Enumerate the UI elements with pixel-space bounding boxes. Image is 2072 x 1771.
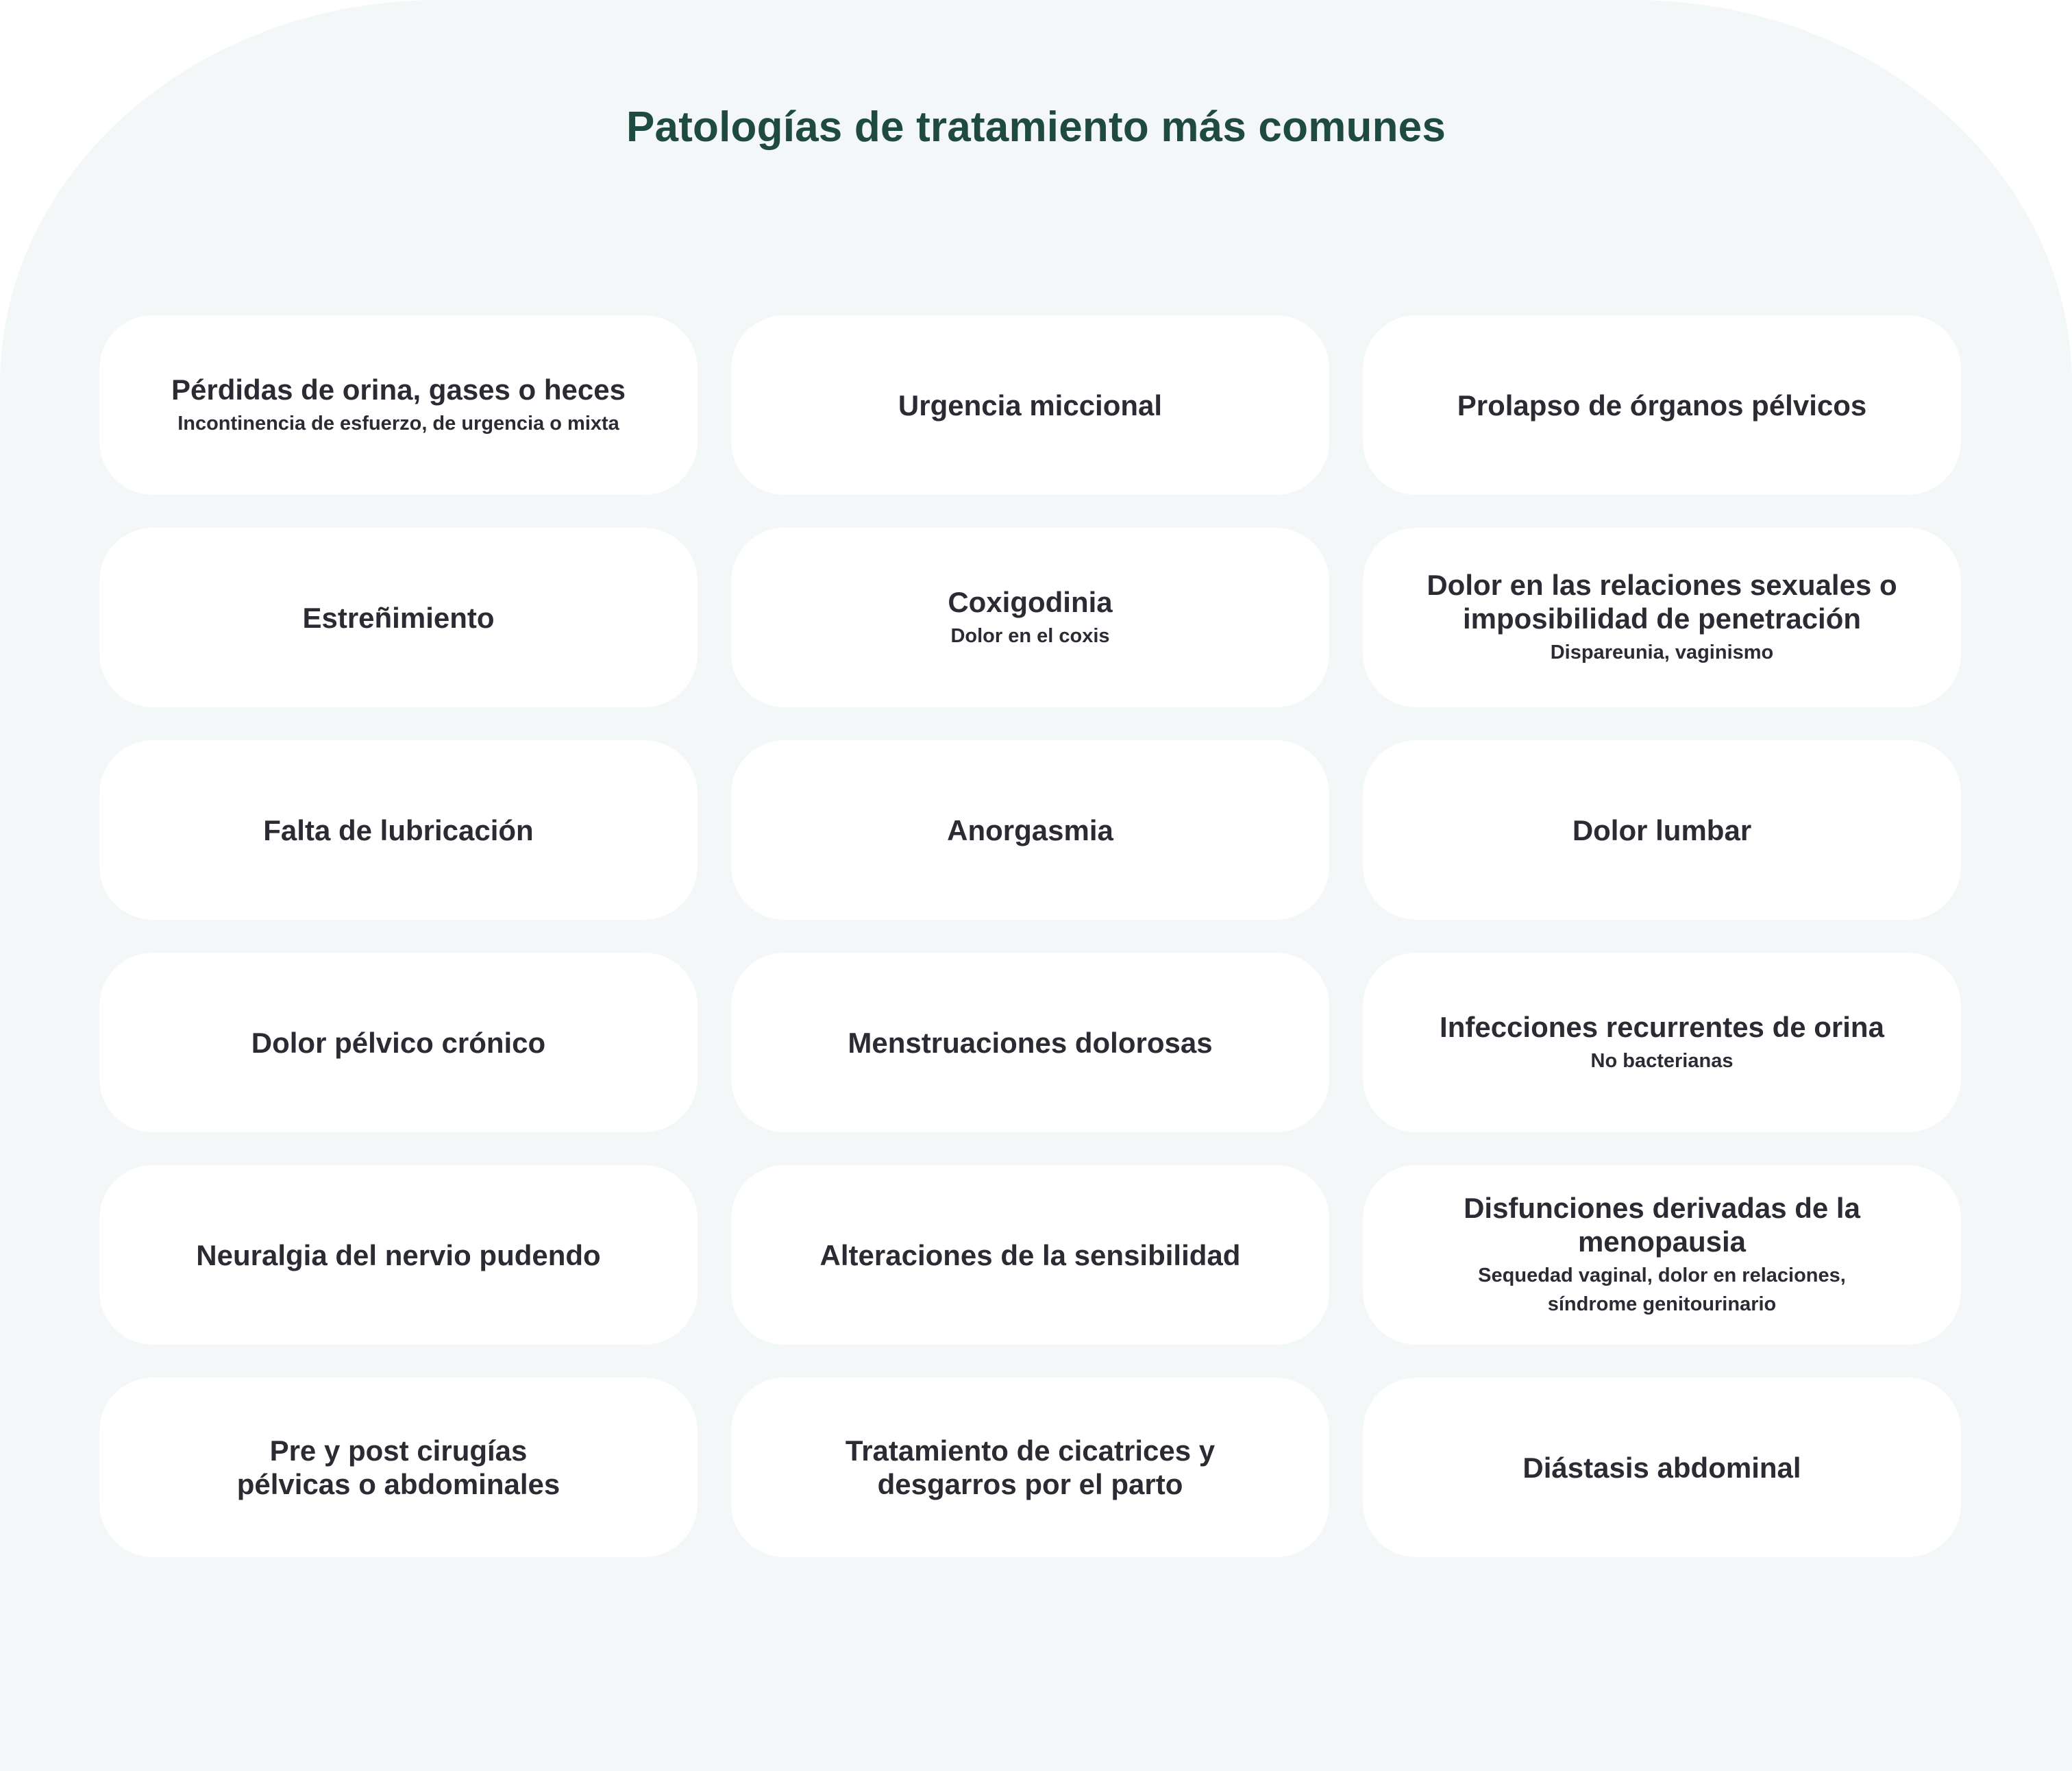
pathology-card-lumbar-pain[interactable]: Dolor lumbar <box>1363 740 1961 920</box>
pathology-card-dyspareunia[interactable]: Dolor en las relaciones sexuales o impos… <box>1363 528 1961 707</box>
pathology-card-scars[interactable]: Tratamiento de cicatrices y desgarros po… <box>731 1378 1329 1557</box>
card-title: Disfunciones derivadas de la menopausia <box>1464 1192 1860 1258</box>
card-title: Anorgasmia <box>947 814 1113 846</box>
pathology-card-diastasis[interactable]: Diástasis abdominal <box>1363 1378 1961 1557</box>
card-title: Neuralgia del nervio pudendo <box>196 1238 601 1271</box>
pathology-card-menopause[interactable]: Disfunciones derivadas de la menopausia … <box>1363 1165 1961 1345</box>
pathology-grid: Pérdidas de orina, gases o heces Inconti… <box>99 315 1961 1557</box>
card-title: Dolor en las relaciones sexuales o impos… <box>1427 569 1897 635</box>
pathology-card-coccygodynia[interactable]: Coxigodinia Dolor en el coxis <box>731 528 1329 707</box>
card-title: Prolapso de órganos pélvicos <box>1457 389 1867 422</box>
pathology-card-constipation[interactable]: Estreñimiento <box>99 528 698 707</box>
pathology-card-lubrication[interactable]: Falta de lubricación <box>99 740 698 920</box>
pathology-card-urinary-leaks[interactable]: Pérdidas de orina, gases o heces Inconti… <box>99 315 698 495</box>
card-title: Dolor lumbar <box>1572 814 1752 846</box>
card-subtitle: No bacterianas <box>1590 1049 1734 1072</box>
card-title: Coxigodinia <box>948 585 1113 618</box>
card-subtitle: Dolor en el coxis <box>950 624 1110 647</box>
pathology-card-urinary-urgency[interactable]: Urgencia miccional <box>731 315 1329 495</box>
pathology-card-pudendal-neuralgia[interactable]: Neuralgia del nervio pudendo <box>99 1165 698 1345</box>
card-title: Alteraciones de la sensibilidad <box>819 1238 1241 1271</box>
pathology-card-chronic-pelvic-pain[interactable]: Dolor pélvico crónico <box>99 953 698 1132</box>
card-title: Estreñimiento <box>302 601 495 634</box>
pathology-card-painful-menstruation[interactable]: Menstruaciones dolorosas <box>731 953 1329 1132</box>
card-title: Dolor pélvico crónico <box>251 1026 546 1059</box>
pathology-card-sensitivity[interactable]: Alteraciones de la sensibilidad <box>731 1165 1329 1345</box>
card-title: Tratamiento de cicatrices y desgarros po… <box>845 1434 1216 1500</box>
card-title: Pre y post cirugías pélvicas o abdominal… <box>236 1434 560 1500</box>
card-subtitle: Incontinencia de esfuerzo, de urgencia o… <box>177 412 619 435</box>
pathology-card-surgery[interactable]: Pre y post cirugías pélvicas o abdominal… <box>99 1378 698 1557</box>
pathology-card-recurrent-infections[interactable]: Infecciones recurrentes de orina No bact… <box>1363 953 1961 1132</box>
card-title: Falta de lubricación <box>263 814 534 846</box>
card-title: Infecciones recurrentes de orina <box>1440 1010 1884 1043</box>
card-title: Urgencia miccional <box>898 389 1163 422</box>
page-title: Patologías de tratamiento más comunes <box>626 103 1446 151</box>
card-subtitle: Sequedad vaginal, dolor en relaciones, s… <box>1478 1265 1846 1315</box>
card-title: Menstruaciones dolorosas <box>848 1026 1213 1059</box>
card-subtitle: Dispareunia, vaginismo <box>1550 642 1774 663</box>
card-title: Pérdidas de orina, gases o heces <box>171 373 626 406</box>
pathology-card-anorgasmia[interactable]: Anorgasmia <box>731 740 1329 920</box>
card-title: Diástasis abdominal <box>1522 1451 1801 1484</box>
pathology-card-prolapse[interactable]: Prolapso de órganos pélvicos <box>1363 315 1961 495</box>
